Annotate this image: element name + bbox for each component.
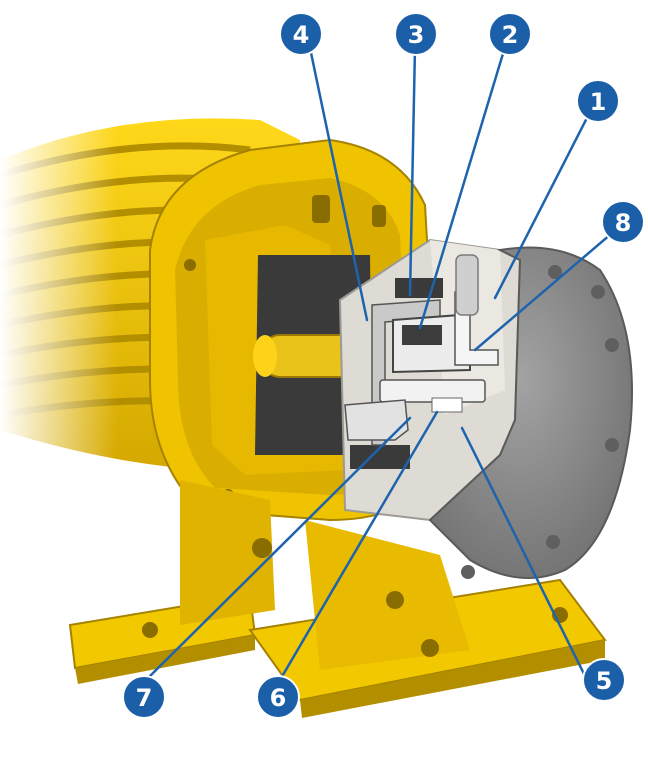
callout-label: 4 bbox=[293, 21, 310, 49]
callout-leader-5 bbox=[460, 426, 589, 682]
callout-badge-4: 4 bbox=[279, 12, 323, 56]
foot-bolt-hole bbox=[386, 591, 404, 609]
callout-circle bbox=[576, 79, 620, 123]
cover-bolt bbox=[548, 265, 562, 279]
bearing-bushing bbox=[344, 399, 409, 441]
callout-leader-6 bbox=[278, 410, 439, 682]
callout-leader-7 bbox=[144, 416, 412, 682]
callout-badge-8: 8 bbox=[601, 200, 645, 244]
callout-label: 3 bbox=[408, 21, 425, 49]
cover-bolt bbox=[546, 535, 560, 549]
callout-badge-1: 1 bbox=[576, 79, 620, 123]
callout-leader-1 bbox=[493, 106, 594, 300]
callout-badge-5: 5 bbox=[582, 658, 626, 702]
cover-bolt bbox=[591, 285, 605, 299]
flange-bolt-hole bbox=[184, 259, 196, 271]
callout-badges: 1 2 3 4 5 6 7 8 bbox=[122, 12, 645, 719]
callout-circle bbox=[279, 12, 323, 56]
callout-circle bbox=[122, 675, 166, 719]
callout-badge-7: 7 bbox=[122, 675, 166, 719]
foot-bolt-hole bbox=[142, 622, 158, 638]
mounting-feet bbox=[68, 480, 607, 718]
pump-cover bbox=[428, 246, 633, 579]
callout-leader-2 bbox=[418, 45, 507, 330]
thrust-washer bbox=[431, 397, 463, 413]
callout-label: 6 bbox=[270, 684, 287, 712]
cover-bolt bbox=[605, 338, 619, 352]
callout-circle bbox=[488, 12, 532, 56]
callout-label: 1 bbox=[590, 88, 607, 116]
flange-slot bbox=[372, 205, 386, 227]
callout-badge-3: 3 bbox=[394, 12, 438, 56]
cover-bolt bbox=[461, 565, 475, 579]
foot-bolt-hole bbox=[252, 538, 272, 558]
pump-internals bbox=[344, 254, 499, 469]
callout-label: 5 bbox=[596, 667, 613, 695]
callout-circle bbox=[582, 658, 626, 702]
callout-label: 8 bbox=[615, 209, 632, 237]
callout-circle bbox=[256, 675, 300, 719]
callout-circle bbox=[394, 12, 438, 56]
callout-label: 2 bbox=[502, 21, 519, 49]
outer-magnet bbox=[395, 278, 443, 298]
foot-bolt-hole bbox=[421, 639, 439, 657]
callout-label: 7 bbox=[136, 684, 153, 712]
callout-circle bbox=[601, 200, 645, 244]
flange-slot bbox=[312, 195, 330, 223]
callout-badge-6: 6 bbox=[256, 675, 300, 719]
callout-badge-2: 2 bbox=[488, 12, 532, 56]
cover-bolt bbox=[605, 438, 619, 452]
callout-leader-3 bbox=[408, 45, 417, 297]
rotor-magnet bbox=[402, 325, 442, 345]
callout-leader-4 bbox=[308, 46, 369, 322]
callout-leader-8 bbox=[473, 226, 620, 352]
inlet-port bbox=[455, 254, 479, 316]
callout-leaders bbox=[144, 45, 620, 682]
